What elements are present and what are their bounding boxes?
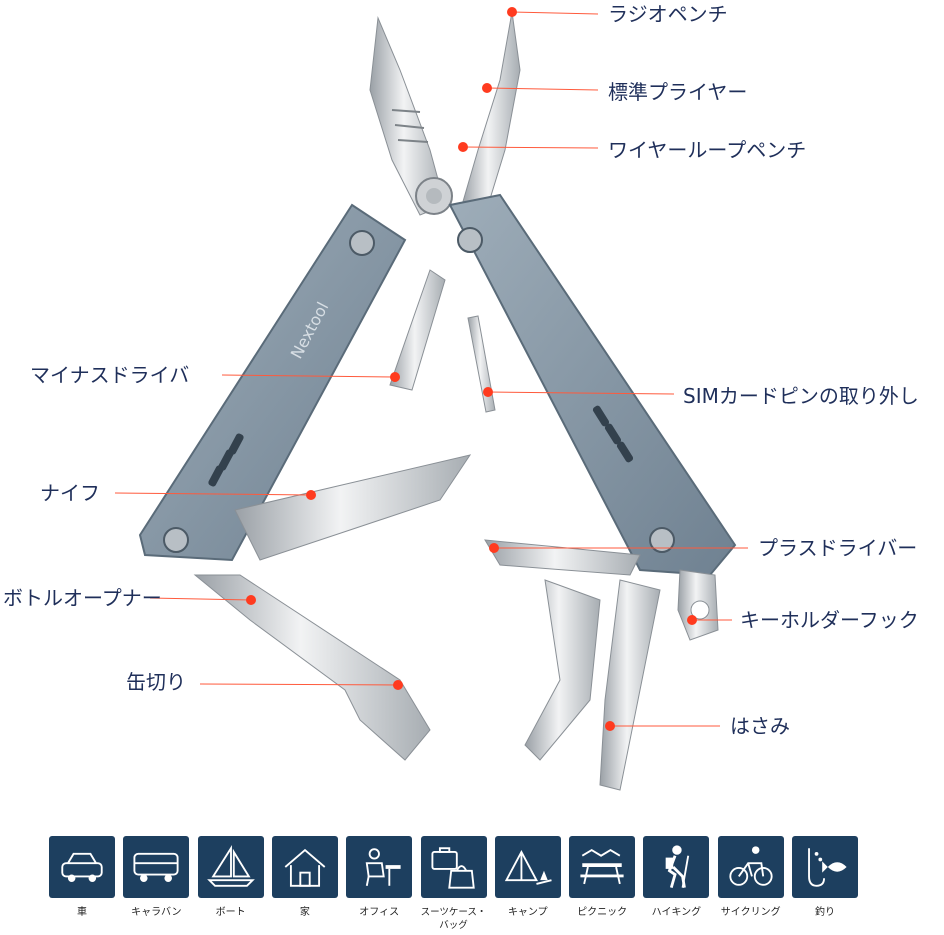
use-case-item: ハイキング — [642, 836, 710, 919]
bottle-opener-marker-dot — [246, 595, 256, 605]
flathead-driver-leader-line — [221, 374, 396, 378]
picnic-table-icon — [580, 848, 624, 885]
office-icon — [365, 848, 401, 886]
cyclist-icon — [729, 846, 773, 886]
use-case-item: オフィス — [345, 836, 413, 919]
opener-tool — [193, 574, 431, 761]
radio-pliers-marker-dot — [507, 7, 517, 17]
use-case-label: 釣り — [815, 907, 835, 918]
phillips-driver-label: プラスドライバー — [758, 536, 918, 560]
use-cases-row: 車 キャラバン ボート 家 オフィス スーツケース・バッグ キャンプ ピクニック ハイキング サイ… — [48, 836, 908, 931]
use-case-item: 車 — [48, 836, 116, 919]
use-case-item: スーツケース・バッグ — [420, 836, 488, 932]
use-case-label: スーツケース・バッグ — [420, 907, 487, 931]
right-handle — [448, 193, 737, 577]
radio-pliers-leader-line — [511, 11, 599, 15]
tent-campfire-icon — [504, 849, 552, 885]
use-case-label: キャラバン — [131, 907, 182, 918]
house-icon — [284, 848, 326, 887]
sim-pin-leader-line — [487, 391, 675, 395]
use-case-label: サイクリング — [720, 907, 781, 918]
sim-pin-marker-dot — [483, 387, 493, 397]
keyring-hook-marker-dot — [687, 615, 697, 625]
scissor-blade-left — [524, 579, 601, 761]
use-case-tile — [49, 836, 115, 898]
use-case-tile — [792, 836, 858, 898]
phillips-driver-marker-dot — [489, 543, 499, 553]
use-case-item: キャンプ — [494, 836, 562, 919]
use-case-tile — [717, 836, 784, 898]
use-case-label: 車 — [77, 907, 87, 918]
standard-pliers-marker-dot — [482, 83, 492, 93]
knife-label: ナイフ — [40, 481, 100, 505]
fishing-icon — [808, 848, 847, 887]
sailboat-icon — [206, 844, 255, 887]
bottle-opener-label: ボトルオープナー — [3, 586, 162, 610]
flathead-driver-marker-dot — [390, 372, 400, 382]
standard-pliers-label: 標準プライヤー — [608, 80, 748, 104]
scissor-blade-right — [599, 579, 661, 791]
use-case-label: ピクニック — [577, 907, 628, 918]
use-case-label: 家 — [299, 907, 310, 918]
hiker-icon — [666, 845, 690, 889]
wire-loop-pliers-label: ワイヤーループペンチ — [608, 138, 807, 162]
use-case-tile — [123, 836, 190, 898]
use-case-item: ボート — [197, 836, 265, 919]
car-icon — [61, 852, 103, 883]
standard-pliers-leader-line — [486, 87, 599, 91]
can-opener-marker-dot — [393, 680, 403, 690]
use-case-item: キャラバン — [122, 836, 190, 919]
left-handle — [138, 203, 407, 562]
flathead-driver-label: マイナスドライバ — [30, 363, 190, 387]
use-case-label: オフィス — [359, 907, 400, 918]
use-case-label: ボート — [215, 907, 246, 918]
knife-leader-line — [114, 492, 312, 496]
flathead-blade — [389, 269, 446, 391]
knife-blade — [234, 454, 472, 561]
sim-pin-tool — [467, 315, 496, 413]
can-opener-label: 缶切り — [126, 670, 186, 694]
keyring-hook-label: キーホルダーフック — [740, 608, 919, 632]
use-case-tile — [420, 836, 487, 898]
use-case-item: 家 — [271, 836, 339, 919]
sim-pin-label: SIMカードピンの取り外し — [683, 384, 919, 408]
scissors-marker-dot — [605, 721, 615, 731]
use-case-item: ピクニック — [568, 836, 636, 919]
multitool-drawing: Nextool — [114, 7, 748, 791]
use-case-item: 釣り — [791, 836, 859, 919]
can-opener-leader-line — [199, 683, 399, 686]
radio-pliers-label: ラジオペンチ — [608, 2, 728, 26]
knife-marker-dot — [306, 490, 316, 500]
use-case-tile — [197, 836, 264, 898]
wire-loop-pliers-leader-line — [462, 146, 599, 149]
bottle-opener-leader-line — [149, 597, 252, 601]
use-case-tile — [643, 836, 710, 898]
use-case-tile — [569, 836, 636, 898]
use-case-label: ハイキング — [651, 907, 702, 918]
jaw-teeth — [391, 109, 429, 143]
suitcase-bag-icon — [430, 847, 475, 889]
use-case-item: サイクリング — [717, 836, 785, 919]
scissors-label: はさみ — [730, 714, 790, 738]
right-jaw — [461, 11, 521, 213]
use-case-tile — [271, 836, 338, 898]
van-icon — [133, 852, 179, 883]
wire-loop-pliers-marker-dot — [458, 142, 468, 152]
phillips-tool — [484, 539, 641, 576]
use-case-label: キャンプ — [507, 907, 548, 918]
use-case-tile — [494, 836, 561, 898]
use-case-tile — [346, 836, 413, 898]
